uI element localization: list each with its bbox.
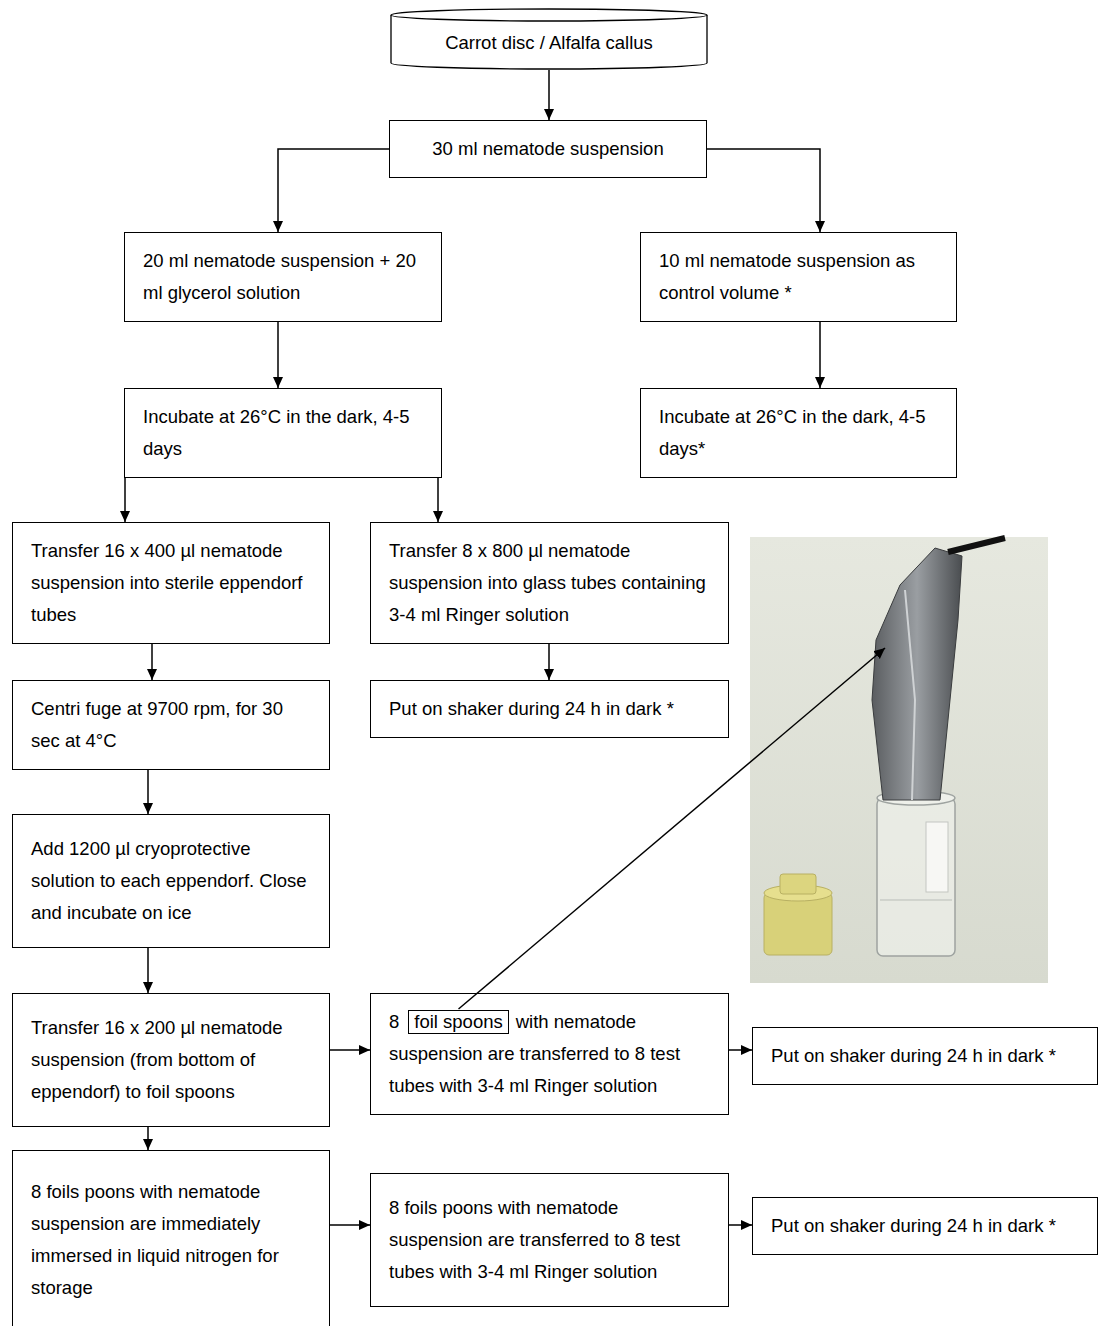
flow-arrow bbox=[277, 322, 279, 388]
node-text: Transfer 8 x 800 µl nematode suspension … bbox=[389, 540, 706, 625]
photo-background bbox=[750, 537, 1048, 983]
shaker-box: Put on shaker during 24 h in dark * bbox=[752, 1027, 1098, 1085]
text-block: 8 foils poons with nematode suspension a… bbox=[389, 1192, 710, 1288]
text-block: Put on shaker during 24 h in dark * bbox=[771, 1040, 1079, 1072]
node-text: Put on shaker during 24 h in dark * bbox=[771, 1045, 1056, 1066]
text-block: Transfer 16 x 400 µl nematode suspension… bbox=[31, 535, 311, 631]
node-text: 10 ml nematode suspension as control vol… bbox=[659, 250, 915, 303]
storage-box: 8 foils poons with nematode suspension a… bbox=[12, 1150, 330, 1326]
test-tube bbox=[877, 798, 955, 956]
cylinder-top bbox=[391, 9, 707, 21]
tube-cap bbox=[764, 893, 832, 955]
node-text: 20 ml nematode suspension + 20 ml glycer… bbox=[143, 250, 416, 303]
cylinder-body bbox=[391, 15, 707, 69]
incubation-box: Incubate at 26°C in the dark, 4-5 days* bbox=[640, 388, 957, 478]
text-block: Put on shaker during 24 h in dark * bbox=[389, 693, 710, 725]
tube-cap-grip bbox=[780, 874, 816, 894]
node-text: Put on shaker during 24 h in dark * bbox=[389, 698, 674, 719]
text-block: Centri fuge at 9700 rpm, for 30 sec at 4… bbox=[31, 693, 311, 757]
process-box: Add 1200 µl cryoprotective solution to e… bbox=[12, 814, 330, 948]
highlight-box: foil spoons bbox=[408, 1010, 508, 1034]
node-text: Carrot disc / Alfalfa callus bbox=[445, 32, 653, 53]
holding-rod bbox=[948, 538, 1005, 552]
flow-arrow bbox=[729, 1224, 752, 1226]
node-text: Transfer 16 x 400 µl nematode suspension… bbox=[31, 540, 303, 625]
process-box: Transfer 8 x 800 µl nematode suspension … bbox=[370, 522, 729, 644]
flow-arrow bbox=[151, 644, 153, 680]
text-block: 10 ml nematode suspension as control vol… bbox=[659, 245, 938, 309]
process-box: 20 ml nematode suspension + 20 ml glycer… bbox=[124, 232, 442, 322]
process-box: Transfer 16 x 400 µl nematode suspension… bbox=[12, 522, 330, 644]
shaker-box: Put on shaker during 24 h in dark * bbox=[370, 680, 729, 738]
node-text: Put on shaker during 24 h in dark * bbox=[771, 1215, 1056, 1236]
process-box: Transfer 16 x 200 µl nematode suspension… bbox=[12, 993, 330, 1127]
process-box: Centri fuge at 9700 rpm, for 30 sec at 4… bbox=[12, 680, 330, 770]
node-text: 8 bbox=[389, 1011, 399, 1032]
node-text: foil spoons bbox=[414, 1011, 502, 1032]
text-block: 30 ml nematode suspension bbox=[408, 133, 688, 165]
process-box: 8foil spoonswith nematode suspension are… bbox=[370, 993, 729, 1115]
text-block: 8 foils poons with nematode suspension a… bbox=[31, 1176, 311, 1304]
tube-liquid bbox=[880, 900, 952, 901]
control-box: 10 ml nematode suspension as control vol… bbox=[640, 232, 957, 322]
text-block: Transfer 8 x 800 µl nematode suspension … bbox=[389, 535, 710, 631]
start-cylinder: Carrot disc / Alfalfa callus bbox=[390, 8, 708, 70]
flow-arrow bbox=[124, 478, 126, 522]
tube-sticker bbox=[926, 822, 948, 892]
text-block: Incubate at 26°C in the dark, 4-5 days* bbox=[659, 401, 938, 465]
node-text: Centri fuge at 9700 rpm, for 30 sec at 4… bbox=[31, 698, 283, 751]
foil-spoon bbox=[872, 548, 962, 800]
text-block: Incubate at 26°C in the dark, 4-5 days bbox=[143, 401, 423, 465]
text-block: Put on shaker during 24 h in dark * bbox=[771, 1210, 1079, 1242]
flow-arrow bbox=[707, 149, 820, 232]
node-text: 30 ml nematode suspension bbox=[432, 138, 663, 159]
flow-arrow bbox=[819, 322, 821, 388]
flow-arrow bbox=[147, 1127, 149, 1150]
incubation-box: Incubate at 26°C in the dark, 4-5 days bbox=[124, 388, 442, 478]
flow-arrow bbox=[729, 1049, 752, 1051]
node-text: Add 1200 µl cryoprotective solution to e… bbox=[31, 838, 307, 923]
node-text: 8 foils poons with nematode suspension a… bbox=[389, 1197, 680, 1282]
flow-arrow bbox=[548, 644, 550, 680]
foil-spoon-fold bbox=[905, 590, 915, 800]
shaker-box: Put on shaker during 24 h in dark * bbox=[752, 1197, 1098, 1255]
text-block: 20 ml nematode suspension + 20 ml glycer… bbox=[143, 245, 423, 309]
flow-arrow bbox=[548, 70, 550, 120]
text-block: Carrot disc / Alfalfa callus bbox=[400, 27, 698, 59]
text-block: 8foil spoonswith nematode suspension are… bbox=[389, 1006, 710, 1102]
text-block: Transfer 16 x 200 µl nematode suspension… bbox=[31, 1012, 311, 1108]
flow-arrow bbox=[330, 1224, 370, 1226]
node-text: Incubate at 26°C in the dark, 4-5 days bbox=[143, 406, 410, 459]
process-box: 30 ml nematode suspension bbox=[389, 120, 707, 178]
node-text: Incubate at 26°C in the dark, 4-5 days* bbox=[659, 406, 926, 459]
node-text: 8 foils poons with nematode suspension a… bbox=[31, 1181, 279, 1298]
flow-arrow bbox=[330, 1049, 370, 1051]
text-block: Add 1200 µl cryoprotective solution to e… bbox=[31, 833, 311, 929]
flow-arrow bbox=[147, 770, 149, 814]
flow-arrow bbox=[147, 948, 149, 993]
node-text: Transfer 16 x 200 µl nematode suspension… bbox=[31, 1017, 283, 1102]
flow-arrow bbox=[437, 478, 439, 522]
process-box: 8 foils poons with nematode suspension a… bbox=[370, 1173, 729, 1307]
flow-arrow bbox=[278, 149, 389, 232]
